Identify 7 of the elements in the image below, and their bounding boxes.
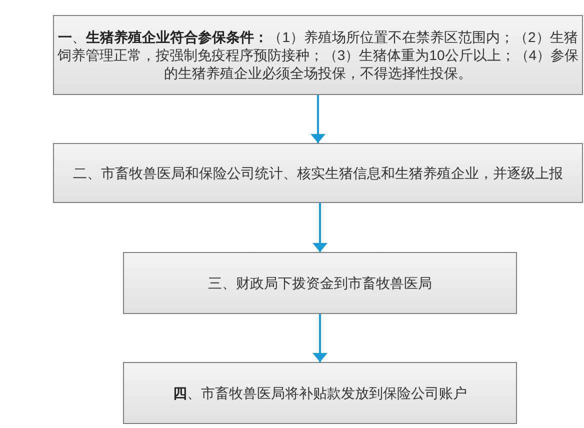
arrow [312,203,328,252]
process-box: 四、市畜牧兽医局将补贴款发放到保险公司账户 [123,362,517,424]
arrow [312,314,328,362]
process-box: 一、生猪养殖企业符合参保条件：（1）养殖场所位置不在禁养区范围内；（2）生猪饲养管理正常，按强制免疫程序预防接种；（3）生猪体重为10公斤以上；（4）参保的生猪养殖企业必须全场投保，不得选择性投保。 [53,15,583,95]
process-box: 三、财政局下拨资金到市畜牧兽医局 [123,252,517,314]
process-box: 二、市畜牧兽医局和保险公司统计、核实生猪信息和生猪养殖企业，并逐级上报 [53,143,583,203]
arrow [310,95,326,143]
